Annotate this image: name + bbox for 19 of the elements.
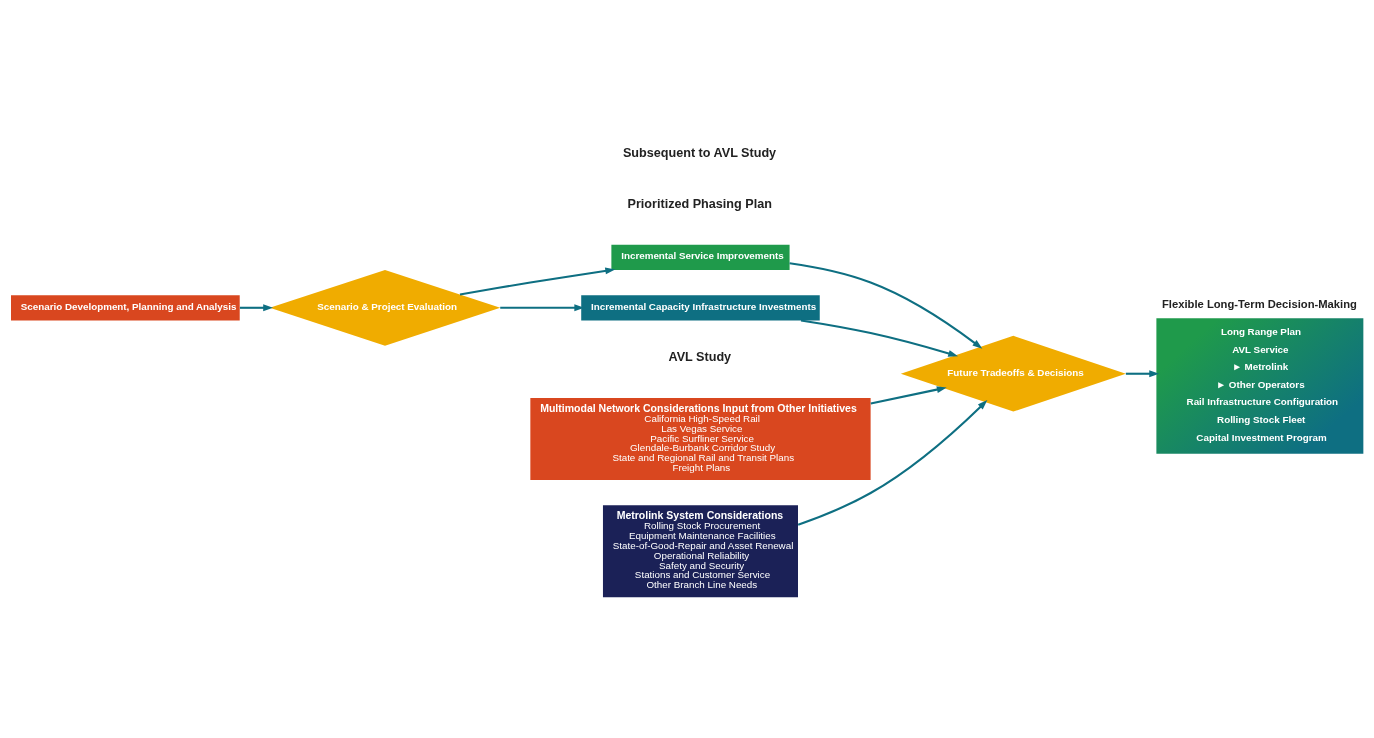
node-diamond: Scenario & Project Evaluation [269,269,501,346]
node-label: Flexible Long-Term Decision-Making [1162,298,1357,311]
arrow [800,319,959,357]
arrow [239,304,274,312]
label: Prioritized Phasing Plan [627,197,772,212]
arrow [1125,370,1160,378]
label: AVL Study [668,350,732,365]
arrow [789,262,983,349]
arrow [870,386,947,405]
node-box: Long Range Plan AVL Service ► Metrolink ► Other Operators Rail Infrastructure Configuration Rolling Stock Fleet Capital Investment Program [1156,318,1364,454]
arrow [797,400,988,526]
node-box: Incremental Capacity Infrastructure Investments [581,295,820,321]
arrow [500,304,585,312]
node-box: Incremental Service Improvements [611,244,790,270]
arrow [459,267,616,296]
label: Subsequent to AVL Study [622,145,777,160]
node-box: Metrolink System Considerations Rolling Stock Procurement Equipment Maintenance Facilities State-of-Good-Repair and Asset Renewal Operational Reliability Safety and Security Stations and Customer Service Other Branch Line Needs [602,505,798,598]
node-box: Scenario Development, Planning and Analysis [11,295,240,321]
node-box: Multimodal Network Considerations Input from Other Initiatives California High-Speed Rail Las Vegas Service Pacific Surfliner Service Glendale-Burbank Corridor Study State and Regional Rail and Transit Plans Freight Plans [530,397,871,481]
